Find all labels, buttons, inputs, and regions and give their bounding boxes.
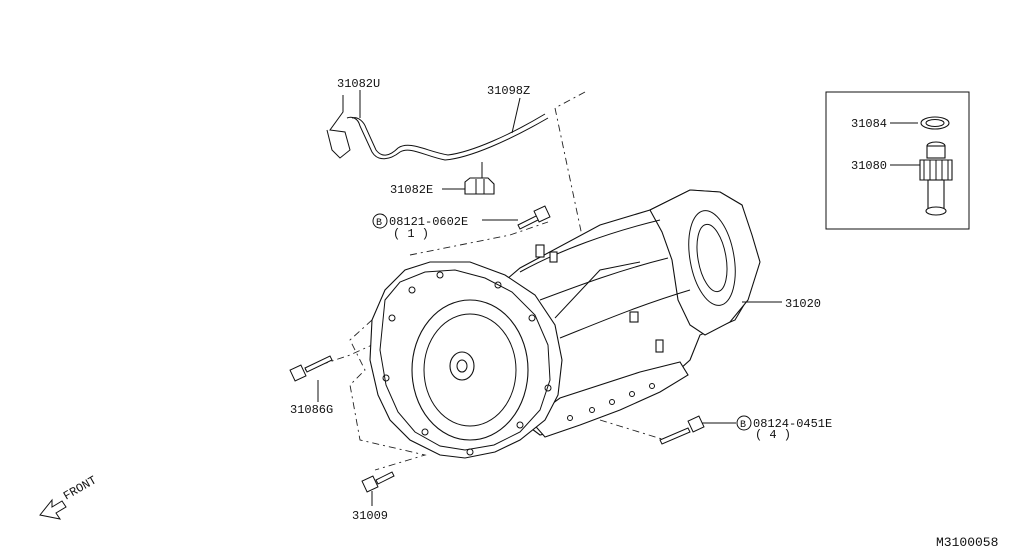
bolt-31009[interactable] xyxy=(361,471,395,493)
diagram-id: M3100058 xyxy=(936,535,998,550)
label-08121-0602e[interactable]: 08121-0602E xyxy=(389,215,468,229)
transmission-assembly-31020[interactable] xyxy=(369,189,761,459)
inset-box xyxy=(825,91,970,230)
label-31082e[interactable]: 31082E xyxy=(390,183,433,197)
label-31086g[interactable]: 31086G xyxy=(290,403,333,417)
label-31084[interactable]: 31084 xyxy=(851,117,887,131)
svg-text:B: B xyxy=(376,218,382,229)
label-31082u[interactable]: 31082U xyxy=(337,77,380,91)
front-label: FRONT xyxy=(61,473,99,503)
o-ring-31084[interactable] xyxy=(920,116,950,130)
bolt-08121-0602e[interactable]: B xyxy=(372,205,551,230)
qty-08124-0451e: ( 4 ) xyxy=(755,428,791,442)
label-31080[interactable]: 31080 xyxy=(851,159,887,173)
bolt-08124-0451e[interactable]: B xyxy=(659,415,752,445)
oil-cooler-tube-31082u[interactable] xyxy=(326,95,549,161)
input-shaft-31080[interactable] xyxy=(919,141,953,216)
svg-text:B: B xyxy=(740,420,746,431)
label-31098z[interactable]: 31098Z xyxy=(487,84,530,98)
label-31020[interactable]: 31020 xyxy=(785,297,821,311)
front-arrow-icon xyxy=(39,498,67,520)
label-31009[interactable]: 31009 xyxy=(352,509,388,523)
qty-08121-0602e: ( 1 ) xyxy=(393,227,429,241)
clip-31082e[interactable] xyxy=(464,162,495,195)
bolt-31086g[interactable] xyxy=(289,355,333,382)
label-08124-0451e[interactable]: 08124-0451E xyxy=(753,417,832,431)
